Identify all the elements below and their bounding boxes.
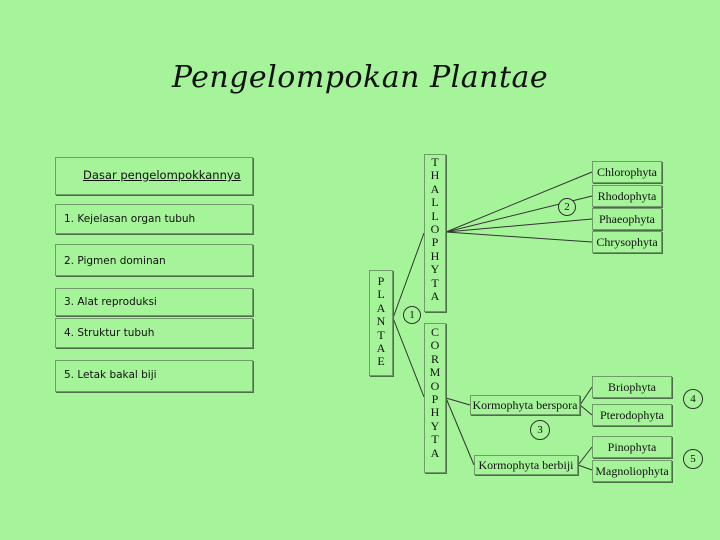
group-kormophyta-berbiji: Kormophyta berbiji (474, 455, 578, 475)
division-magnoliophyta: Magnoliophyta (592, 460, 672, 482)
line-thallo-chrysophyta (445, 231, 593, 243)
criteria-item-label: 3. Alat reproduksi (64, 296, 157, 308)
marker-label: 5 (690, 453, 696, 465)
marker-label: 4 (690, 393, 696, 405)
cormophyta-letter: T (431, 432, 439, 447)
thallophyta-letter: T (431, 155, 439, 169)
group-label: Kormophyta berspora (472, 397, 578, 412)
line-cormo-berbiji (445, 397, 475, 466)
thallophyta-letter: L (431, 195, 439, 210)
division-pinophyta: Pinophyta (592, 436, 672, 458)
marker-1: 1 (403, 306, 421, 324)
division-rhodophyta: Rhodophyta (592, 185, 662, 207)
marker-label: 1 (409, 309, 415, 321)
plantae-letter: N (376, 314, 386, 329)
line-thallo-chlorophyta (445, 171, 593, 233)
criteria-heading: Dasar pengelompokkannya (83, 168, 241, 182)
cormophyta-letter: Y (430, 418, 440, 433)
cormophyta-letter: A (430, 445, 440, 460)
criteria-item-label: 1. Kejelasan organ tubuh (64, 213, 196, 225)
marker-label: 3 (537, 424, 543, 436)
plantae-letter: A (376, 300, 386, 315)
criteria-item-4: 4. Struktur tubuh (55, 318, 253, 348)
criteria-item-1: 1. Kejelasan organ tubuh (55, 204, 253, 234)
plantae-letter: T (377, 327, 385, 342)
thallophyta-letter: A (430, 289, 440, 304)
cormophyta-letter: C (430, 325, 439, 339)
division-label: Chrysophyta (596, 234, 658, 249)
thallophyta-letter: Y (430, 262, 440, 277)
thallophyta-letter: O (430, 222, 440, 237)
line-plantae-thallophyta (392, 232, 425, 319)
line-plantae-cormophyta (392, 317, 425, 398)
group-kormophyta-berspora: Kormophyta berspora (470, 395, 580, 415)
division-briophyta: Briophyta (592, 376, 672, 398)
thallophyta-letter: A (430, 181, 440, 196)
cormophyta-letter: O (430, 338, 440, 353)
division-label: Magnoliophyta (595, 463, 669, 478)
division-label: Pterodophyta (600, 407, 664, 422)
marker-2: 2 (558, 198, 576, 216)
plantae-letter: A (376, 341, 386, 356)
division-label: Phaeophyta (599, 211, 655, 226)
plantae-letter: L (377, 287, 385, 302)
line-berspora-briophyta (579, 386, 593, 406)
cormophyta-letter: R (430, 351, 439, 366)
cormophyta-letter: M (429, 365, 441, 380)
division-pterodophyta: Pterodophyta (592, 404, 672, 426)
thallophyta-letter: T (431, 275, 439, 290)
division-label: Pinophyta (607, 439, 657, 454)
division-label: Briophyta (608, 379, 656, 394)
cormophyta-letter: H (430, 405, 440, 420)
criteria-item-label: 4. Struktur tubuh (64, 327, 155, 339)
criteria-item-label: 2. Pigmen dominan (64, 255, 166, 267)
group-label: Kormophyta berbiji (478, 457, 574, 472)
thallophyta-letter: H (430, 168, 440, 183)
cormophyta-letter: O (430, 378, 440, 393)
marker-5: 5 (683, 449, 703, 469)
criteria-heading-box: Dasar pengelompokkannya (55, 157, 253, 195)
criteria-item-5: 5. Letak bakal biji (55, 360, 253, 392)
marker-label: 2 (564, 201, 570, 213)
line-thallo-phaeophyta (445, 218, 593, 233)
page-title: Pengelompokan Plantae (171, 60, 549, 95)
division-label: Rhodophyta (597, 188, 657, 203)
division-chrysophyta: Chrysophyta (592, 231, 662, 253)
criteria-item-2: 2. Pigmen dominan (55, 244, 253, 276)
marker-3: 3 (530, 420, 550, 440)
criteria-item-3: 3. Alat reproduksi (55, 288, 253, 316)
line-berbiji-pinophyta (577, 446, 593, 466)
thallophyta-letter: L (431, 208, 439, 223)
plantae-letter: P (377, 274, 385, 288)
line-berbiji-magnoliophyta (577, 464, 593, 471)
thallophyta-letter: H (430, 248, 440, 263)
line-cormo-berspora (445, 397, 471, 406)
criteria-item-label: 5. Letak bakal biji (64, 369, 157, 381)
plantae-letter: E (377, 354, 385, 369)
line-berspora-pterodophyta (579, 404, 593, 416)
cormophyta-letter: P (431, 392, 439, 407)
division-label: Chlorophyta (597, 164, 657, 179)
thallophyta-letter: P (431, 235, 439, 250)
division-phaeophyta: Phaeophyta (592, 208, 662, 230)
division-chlorophyta: Chlorophyta (592, 161, 662, 183)
marker-4: 4 (683, 389, 703, 409)
